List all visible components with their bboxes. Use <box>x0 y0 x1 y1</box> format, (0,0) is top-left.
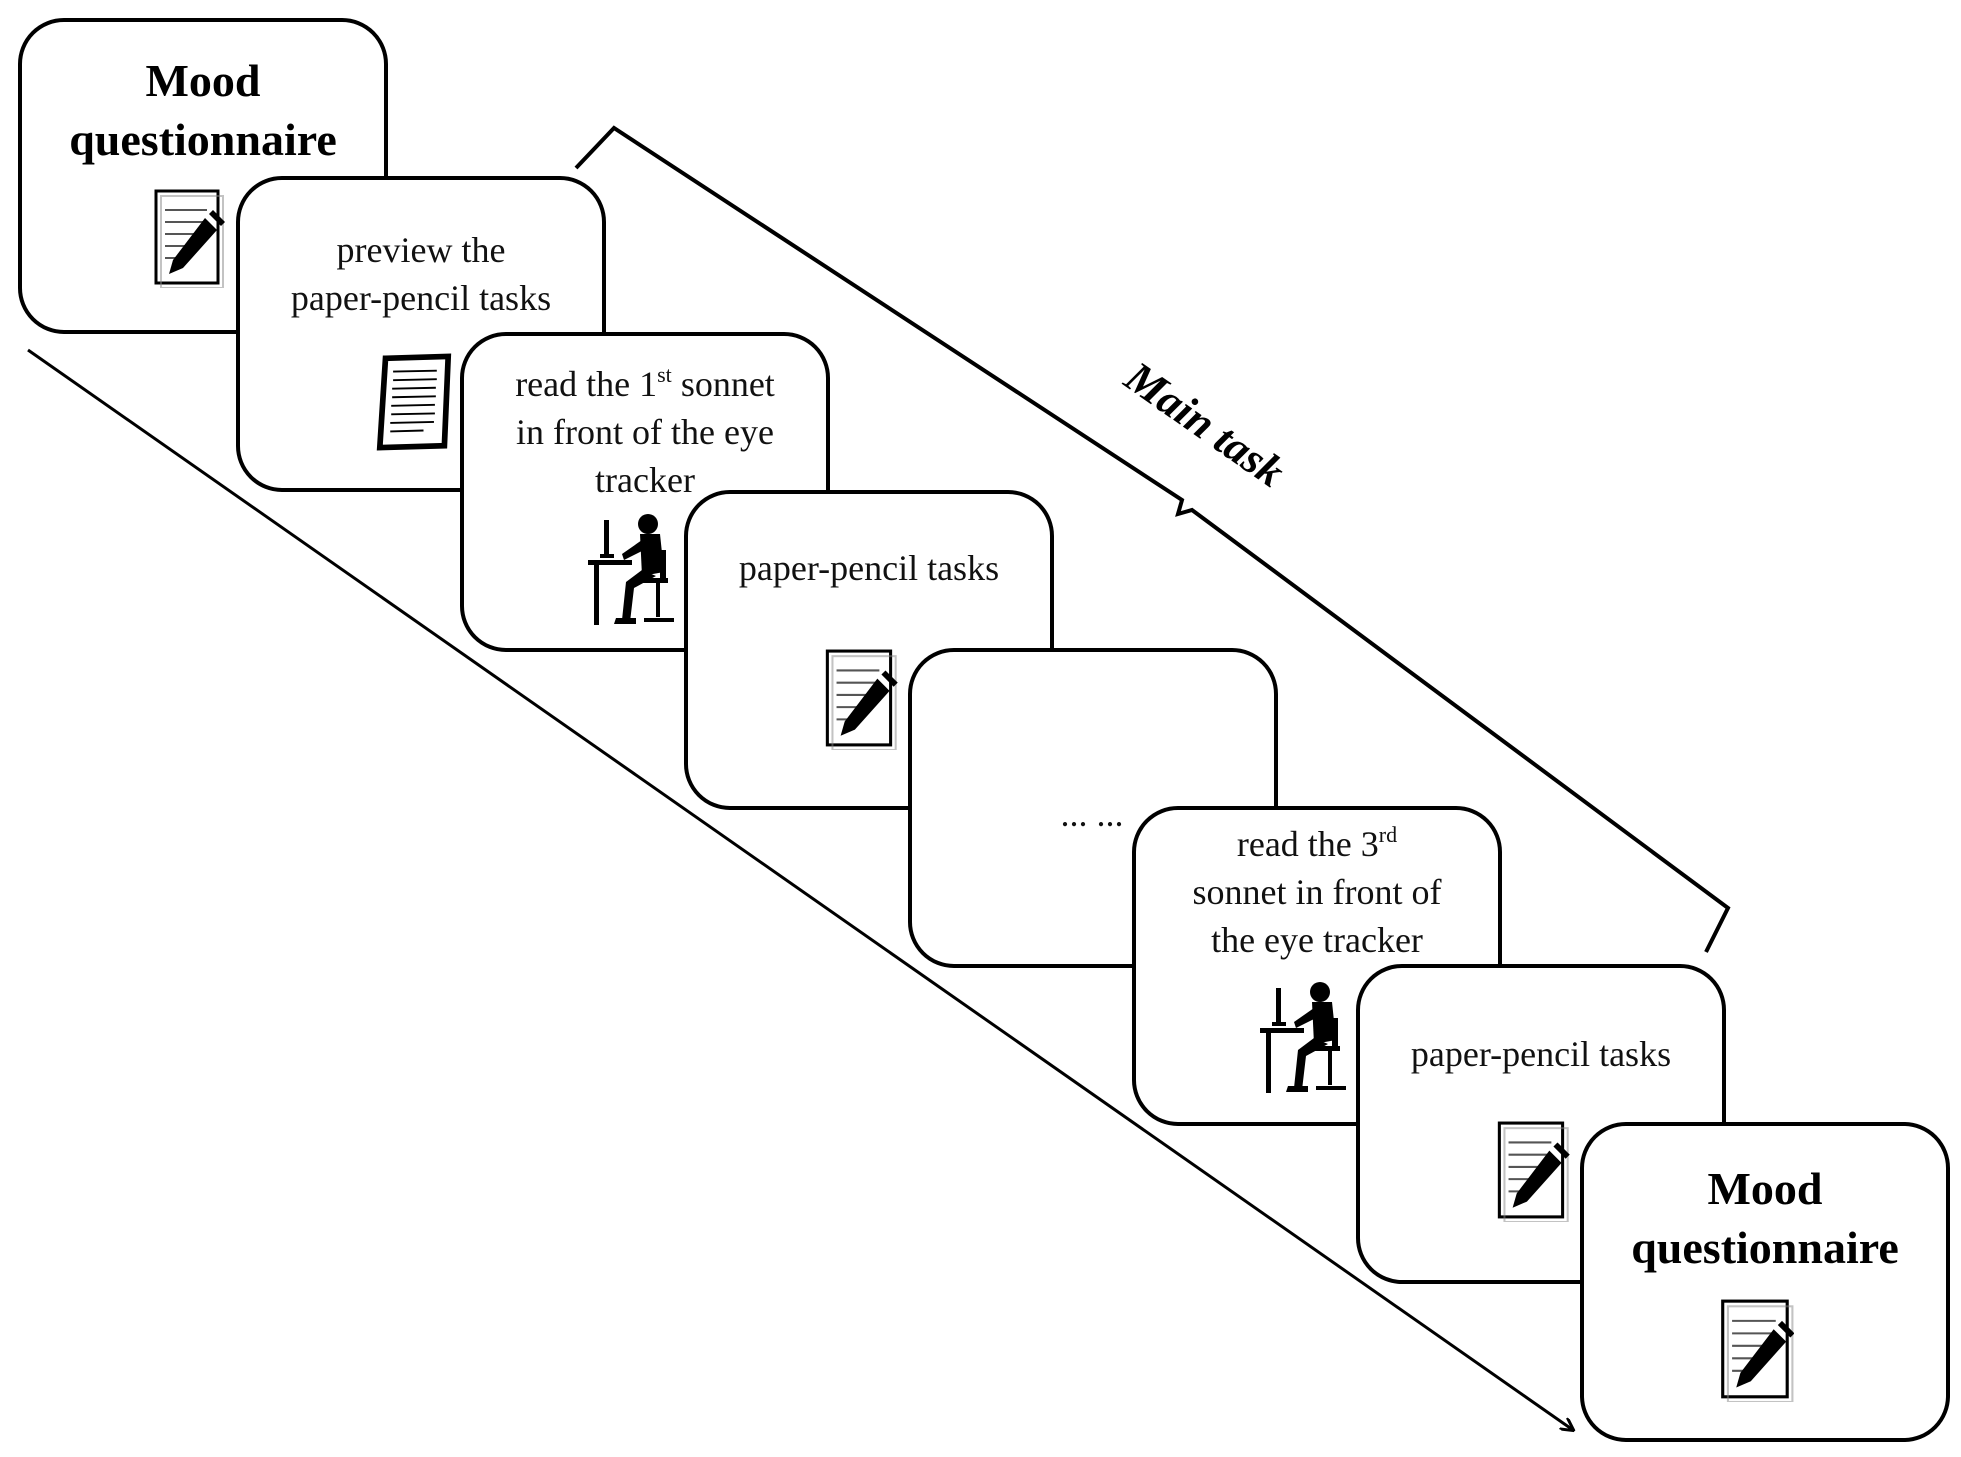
card-text-line2: sonnet in front of <box>1193 872 1442 912</box>
card-title-line2: questionnaire <box>69 114 337 165</box>
card-text-line1: preview the <box>337 230 506 270</box>
timeline-arrow <box>27 348 1573 1430</box>
card-text: paper-pencil tasks <box>1411 1034 1671 1074</box>
document-pencil-icon <box>1497 1121 1570 1222</box>
card-title-line1: Mood <box>1708 1163 1823 1214</box>
card-title-line2: questionnaire <box>1631 1222 1899 1273</box>
card-text-line1: read the 1st sonnet <box>515 362 775 404</box>
card-title-line1: Mood <box>146 55 261 106</box>
main-task-brace <box>574 125 1731 953</box>
card-text-line2: paper-pencil tasks <box>291 278 551 318</box>
document-pencil-icon <box>825 649 898 750</box>
card-text-line3: tracker <box>595 460 695 500</box>
card-text-line3: the eye tracker <box>1211 920 1423 960</box>
card-text-line1: read the 3rd <box>1237 822 1397 864</box>
card-text-line2: in front of the eye <box>516 412 774 452</box>
document-pencil-icon <box>154 189 226 288</box>
card-mood-questionnaire-end: Mood questionnaire <box>1580 1122 1950 1442</box>
document-pencil-icon <box>1721 1299 1794 1402</box>
paper-sheet-icon <box>380 356 448 447</box>
card-text: paper-pencil tasks <box>739 548 999 588</box>
ellipsis-text: ... ... <box>1061 794 1124 834</box>
